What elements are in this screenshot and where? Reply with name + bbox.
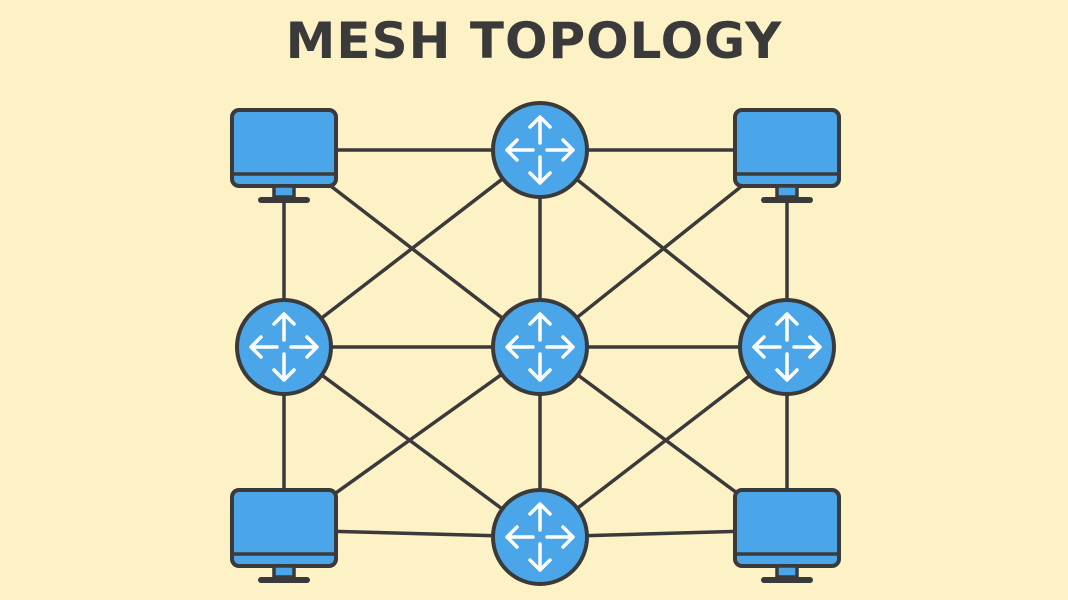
router-body	[491, 488, 589, 586]
router-body	[738, 298, 836, 396]
monitor-neck	[272, 564, 296, 579]
router-body	[235, 298, 333, 396]
router-body	[491, 101, 589, 199]
arrows-icon	[249, 312, 319, 382]
monitor-neck	[775, 184, 799, 199]
computer-icon-pc-top-right	[733, 108, 841, 203]
arrows-icon	[505, 312, 575, 382]
monitor-base	[761, 197, 813, 203]
monitor-base	[258, 577, 310, 583]
router-icon-router-top-center	[491, 101, 589, 199]
nodes-layer	[230, 101, 841, 586]
monitor-neck	[775, 564, 799, 579]
arrows-icon	[505, 115, 575, 185]
computer-icon-pc-bottom-right	[733, 488, 841, 583]
computer-icon-pc-bottom-left	[230, 488, 338, 583]
computer-icon-pc-top-left	[230, 108, 338, 203]
router-body	[491, 298, 589, 396]
router-icon-router-mid-left	[235, 298, 333, 396]
arrows-icon	[505, 502, 575, 572]
link-router-mid-right-router-bottom-center	[538, 345, 789, 539]
page-title: MESH TOPOLOGY	[285, 12, 783, 70]
router-icon-router-bottom-center	[491, 488, 589, 586]
router-icon-router-center	[491, 298, 589, 396]
link-router-mid-left-router-bottom-center	[282, 345, 542, 539]
arrows-icon	[752, 312, 822, 382]
link-router-top-center-router-mid-left	[282, 148, 542, 349]
router-icon-router-mid-right	[738, 298, 836, 396]
monitor-base	[761, 577, 813, 583]
monitor-base	[258, 197, 310, 203]
monitor-neck	[272, 184, 296, 199]
